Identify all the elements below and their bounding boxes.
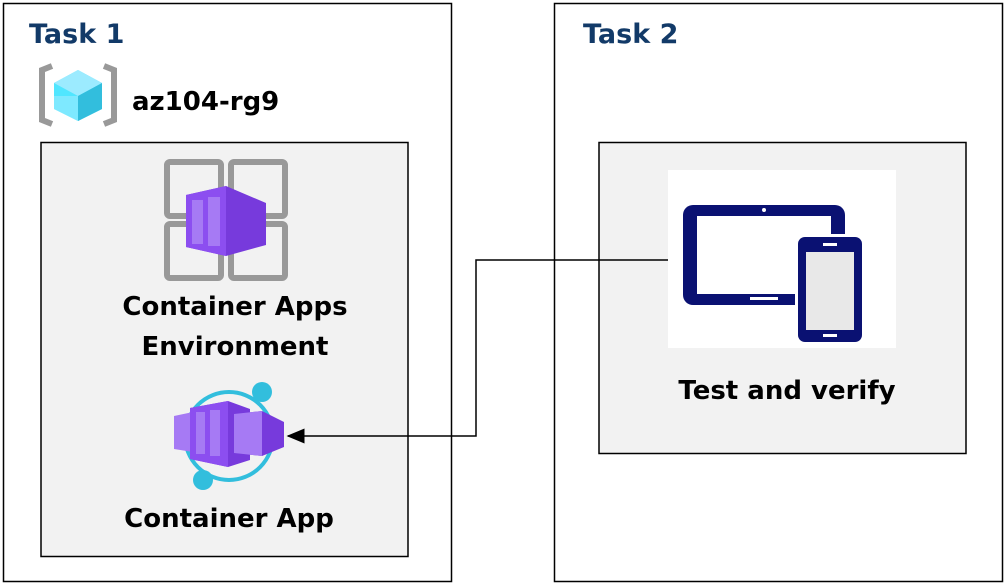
environment-label-line2: Environment [142,332,329,362]
resource-group-icon [39,63,117,127]
connector-arrow [286,259,668,444]
container-app-icon [174,382,284,490]
container-apps-environment-icon [164,159,288,281]
task2-title: Task 2 [583,19,678,50]
resource-group-name: az104-rg9 [132,87,279,117]
test-verify-label: Test and verify [678,376,895,406]
container-app-label: Container App [124,504,334,534]
environment-label-line1: Container Apps [122,292,347,322]
devices-icon [668,170,896,348]
task1-title: Task 1 [29,19,124,50]
